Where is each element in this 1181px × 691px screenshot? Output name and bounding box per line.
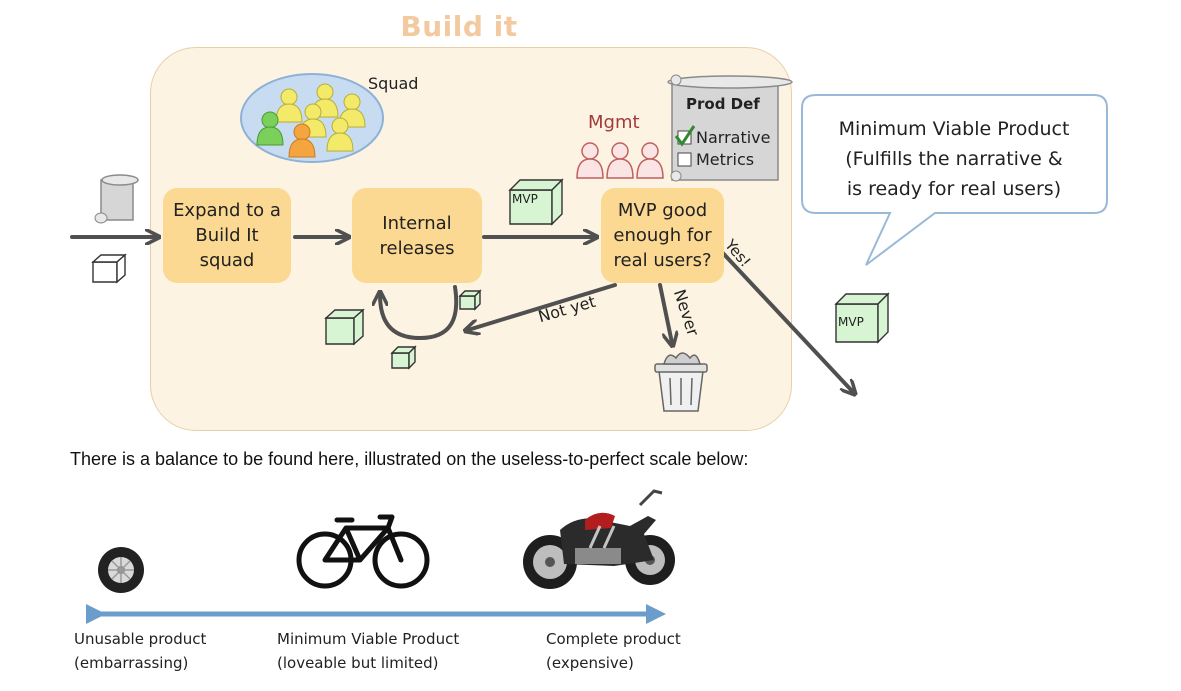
expand-squad-label: Expand to a Build It squad	[173, 200, 281, 271]
internal-releases-label: Internal releases	[379, 212, 455, 259]
mgmt-icon	[576, 142, 664, 179]
prod-def-scroll-icon	[667, 74, 793, 182]
scale-label-unusable: Unusable product (embarrassing)	[74, 630, 207, 672]
mgmt-label: Mgmt	[588, 112, 640, 133]
callout-bubble	[801, 94, 1108, 266]
never-arrow	[658, 283, 672, 343]
internal-loop-arrow	[380, 285, 459, 341]
mvp-cube-right-label: MVP	[838, 315, 864, 329]
scale-label-complete: Complete product (expensive)	[546, 630, 681, 672]
release-cube-large	[324, 308, 365, 346]
prod-def-title: Prod Def	[686, 95, 760, 113]
mvp-cube-top	[508, 178, 564, 226]
green-cubes	[324, 178, 890, 370]
internal-releases-node: Internal releases	[352, 188, 482, 283]
input-box-icon	[91, 253, 127, 284]
motorcycle-icon	[523, 489, 675, 589]
squad-icon	[240, 73, 384, 163]
trash-can-icon	[654, 352, 708, 412]
mvp-decision-label: MVP good enough for real users?	[613, 200, 712, 271]
input-scroll-icon	[94, 174, 139, 224]
prod-def-narrative: Narrative	[696, 128, 771, 147]
scale-label-mvp: Minimum Viable Product (loveable but lim…	[277, 630, 460, 672]
diagram-title: Build it	[400, 10, 518, 43]
yes-arrow	[718, 248, 853, 392]
release-cube-small-2	[390, 345, 417, 370]
not-yet-arrow	[468, 283, 617, 330]
mvp-decision-node: MVP good enough for real users?	[601, 188, 724, 283]
mvp-cube-top-label: MVP	[512, 192, 538, 206]
squad-label: Squad	[368, 74, 419, 93]
callout-text: Minimum Viable Product (Fulfills the nar…	[838, 118, 1070, 200]
expand-squad-node: Expand to a Build It squad	[163, 188, 291, 283]
tire-icon	[98, 547, 144, 593]
mvp-cube-right	[834, 292, 890, 344]
bicycle-icon	[296, 514, 430, 589]
prod-def-metrics: Metrics	[696, 150, 755, 169]
release-cube-small-1	[458, 289, 482, 311]
caption-text: There is a balance to be found here, ill…	[70, 449, 749, 469]
